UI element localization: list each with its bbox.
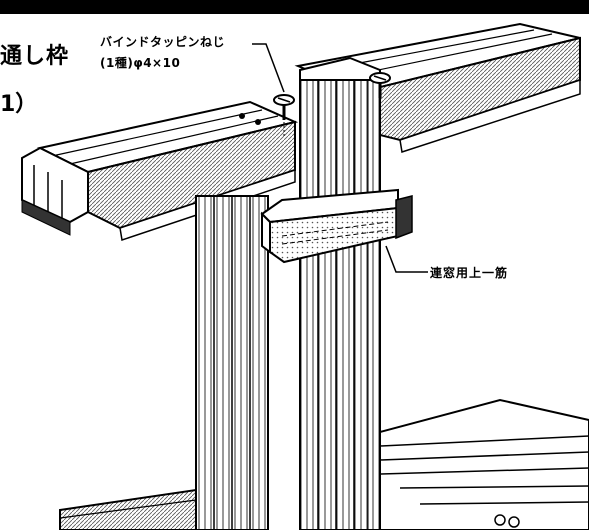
left-mullion xyxy=(195,195,269,530)
part-name-label: 連窓用上一筋 xyxy=(430,266,509,280)
section-title: 通し枠 xyxy=(0,44,70,69)
bottom-left-sill xyxy=(59,488,197,530)
part-leader-line xyxy=(385,245,428,273)
screw-spec-label: (1種)φ4×10 xyxy=(100,56,181,70)
connector-head-block xyxy=(260,188,413,264)
screw-leader-line xyxy=(252,43,285,93)
left-head-rail xyxy=(21,100,299,241)
section-number: 1） xyxy=(0,92,38,117)
bottom-right-sill xyxy=(379,398,589,530)
center-mullion xyxy=(299,56,381,530)
screw-right xyxy=(369,72,391,128)
screw-left xyxy=(273,94,295,136)
top-banner xyxy=(0,0,589,14)
screw-name-label: バインドタッピンねじ xyxy=(100,35,226,49)
